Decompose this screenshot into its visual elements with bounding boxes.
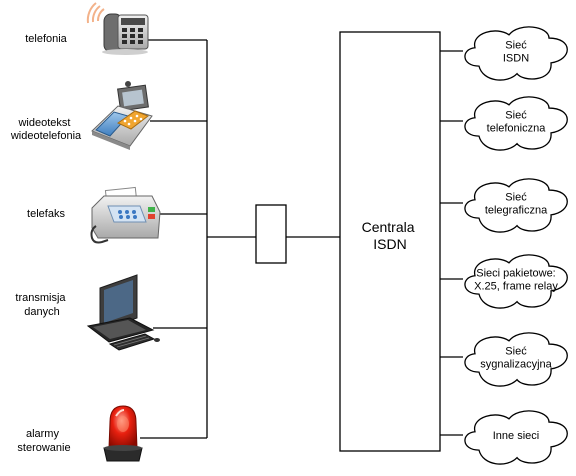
device-label-telefonia: telefonia: [25, 33, 67, 45]
network-label: Inne sieci: [493, 430, 539, 442]
device-label-telefaks: telefaks: [27, 208, 65, 220]
device-label-transmisja: transmisja danych: [15, 292, 68, 318]
computer-icon: [86, 274, 160, 351]
device-label-alarmy: alarmy sterowanie: [17, 428, 70, 454]
cloud-shape: [464, 178, 568, 233]
network-label: Sieci pakietowe:X.25, frame relay: [474, 268, 558, 293]
fax-machine-icon: [90, 186, 161, 244]
cloud-shape: [464, 254, 568, 309]
desk-phone-icon: [86, 2, 149, 55]
alarm-beacon-icon: [103, 405, 143, 462]
cloud-shape: [464, 26, 568, 81]
device-label-wideotekst: wideotekst wideotelefonia: [10, 117, 82, 142]
connection-lines: [140, 39, 463, 439]
network-cloud-6: Inne sieci: [464, 410, 568, 465]
cloud-shape: [464, 410, 568, 465]
cloud-shape: [464, 96, 568, 151]
exchange-label: Centrala ISDN: [362, 219, 419, 252]
videophone-icon: [91, 81, 153, 150]
cloud-shape: [464, 332, 568, 387]
isdn-exchange-box: [339, 31, 441, 452]
network-terminator-box: [255, 204, 287, 264]
network-cloud-4: Sieci pakietowe:X.25, frame relay: [464, 254, 568, 309]
